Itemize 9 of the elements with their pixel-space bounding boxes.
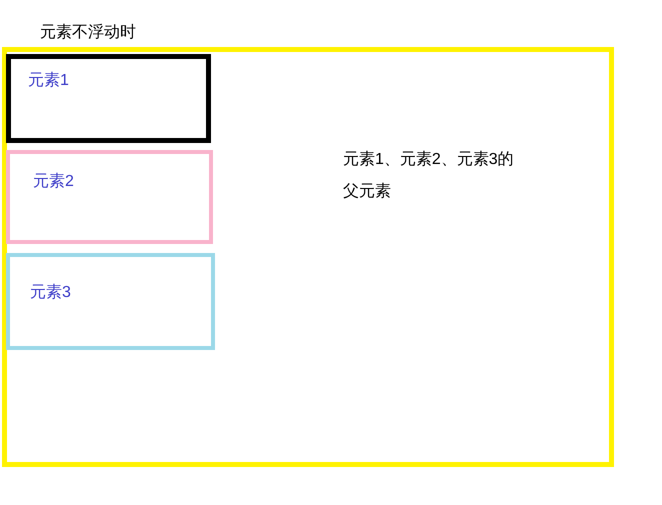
box-label: 元素2 [33, 172, 74, 192]
container-box [2, 47, 614, 467]
box-label: 元素1 [28, 70, 69, 91]
box-label: 元素1、元素2、元素3的父元素 [343, 150, 515, 202]
container-box [6, 54, 211, 143]
title: 元素不浮动时 [40, 22, 136, 43]
box-label: 元素3 [30, 282, 71, 303]
container-box [6, 150, 213, 244]
container-box [6, 253, 215, 350]
